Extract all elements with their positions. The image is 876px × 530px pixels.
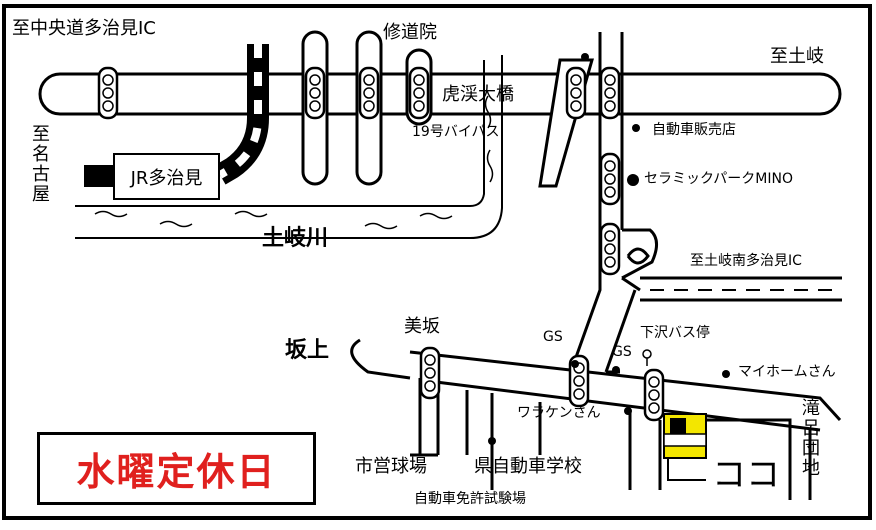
label-to-toki: 至土岐 <box>770 46 824 67</box>
label-gs1: GS <box>543 329 563 345</box>
poi-dots <box>488 53 730 445</box>
label-takiro-danchi: 滝呂団地 <box>799 398 820 478</box>
label-mihan: 美坂 <box>404 316 440 337</box>
signal-lamps <box>102 74 660 414</box>
label-toki-river: 土岐川 <box>262 226 329 251</box>
label-bypass19: 19号バイパス <box>412 124 500 140</box>
label-kokei-bridge: 虎渓大橋 <box>442 84 514 105</box>
label-ken-driving-school: 県自動車学校 <box>474 456 582 477</box>
koko-bracket <box>667 458 706 481</box>
closed-notice-box: 水曜定休日 <box>37 432 316 505</box>
closed-notice-text: 水曜定休日 <box>76 449 277 494</box>
label-myhome: マイホームさん <box>738 364 836 380</box>
sakagami-road <box>350 338 842 500</box>
bus-stop-icon <box>642 349 652 366</box>
label-ceramic-park: セラミックパークMINO <box>644 171 793 187</box>
label-to-nagoya: 至名古屋 <box>29 124 50 204</box>
destination-marker <box>663 413 707 459</box>
label-gs2: GS <box>612 344 632 360</box>
route19-road <box>38 72 842 116</box>
label-sakagami: 坂上 <box>285 338 330 363</box>
river-waves <box>94 95 494 230</box>
label-shudoin: 修道院 <box>383 22 437 43</box>
jr-rail <box>84 44 269 187</box>
ic-road <box>640 276 842 302</box>
label-shiei-kyujo: 市営球場 <box>355 456 427 477</box>
label-shimosawa-bus: 下沢バス停 <box>640 325 710 341</box>
label-koko: ココ <box>712 455 780 495</box>
jr-tajimi-station: JR多治見 <box>113 153 220 200</box>
main-vertical-road <box>573 32 658 374</box>
label-license-center: 自動車免許試験場 <box>414 491 526 507</box>
label-to-toki-minami-ic: 至土岐南多治見IC <box>690 253 802 269</box>
toki-river <box>75 55 503 239</box>
label-warakensan: ワラケンさん <box>517 405 601 421</box>
label-to-chuo-ic: 至中央道多治見IC <box>12 18 156 39</box>
label-jidosha-hanbai: 自動車販売店 <box>652 122 736 138</box>
